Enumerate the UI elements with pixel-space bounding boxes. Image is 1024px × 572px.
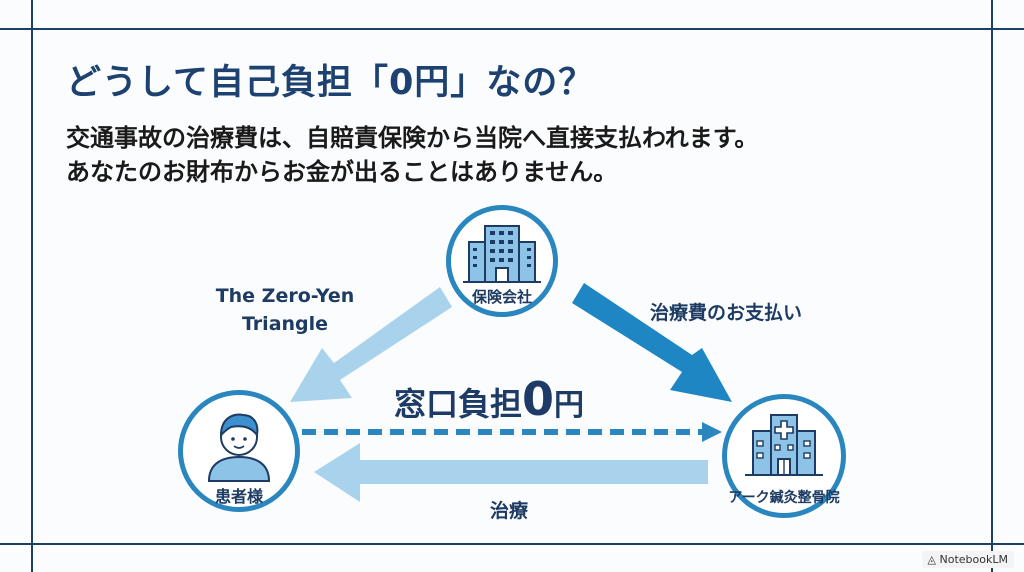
node-insurer: 保険会社 bbox=[446, 205, 558, 317]
node-patient: 患者様 bbox=[178, 390, 300, 512]
frame-line-left bbox=[31, 0, 33, 572]
arrow-insurer-to-clinic bbox=[572, 283, 732, 402]
caption-line-2: Triangle bbox=[241, 313, 329, 335]
frame-line-bottom bbox=[0, 543, 1024, 545]
node-clinic: アーク鍼灸整骨院 bbox=[722, 394, 846, 518]
node-patient-label: 患者様 bbox=[214, 487, 263, 506]
person-icon bbox=[207, 413, 271, 482]
caption-line-1: The Zero-Yen bbox=[215, 285, 355, 307]
arrow-patient-to-clinic-dashed bbox=[302, 422, 722, 442]
diagram-caption: The Zero-Yen Triangle bbox=[200, 282, 370, 338]
frame-line-top bbox=[0, 28, 1024, 30]
subtitle-line-2: あなたのお財布からお金が出ることはありません。 bbox=[66, 158, 618, 186]
office-building-icon bbox=[463, 225, 541, 283]
watermark-text: NotebookLM bbox=[939, 553, 1008, 566]
treatment-label: 治療 bbox=[490, 500, 529, 522]
zero-yen-label: 窓口負担0円 bbox=[394, 372, 584, 426]
subtitle-line-1: 交通事故の治療費は、自賠責保険から当院へ直接支払われます。 bbox=[66, 124, 759, 152]
notebooklm-logo-icon: ◬ bbox=[927, 553, 937, 566]
notebooklm-watermark: ◬ NotebookLM bbox=[921, 551, 1014, 568]
zero-yen-prefix: 窓口負担 bbox=[394, 385, 523, 423]
hospital-icon bbox=[745, 414, 823, 476]
node-insurer-label: 保険会社 bbox=[471, 288, 532, 306]
frame-line-right bbox=[991, 0, 993, 572]
zero-yen-unit: 円 bbox=[554, 388, 585, 423]
payment-label: 治療費のお支払い bbox=[650, 302, 803, 324]
node-clinic-label: アーク鍼灸整骨院 bbox=[728, 490, 840, 506]
slide-title: どうして自己負担「0円」なの？ bbox=[66, 63, 595, 103]
zero-yen-amount: 0 bbox=[522, 372, 555, 426]
arrow-insurer-to-patient bbox=[290, 287, 452, 402]
arrow-clinic-to-patient bbox=[314, 443, 708, 502]
